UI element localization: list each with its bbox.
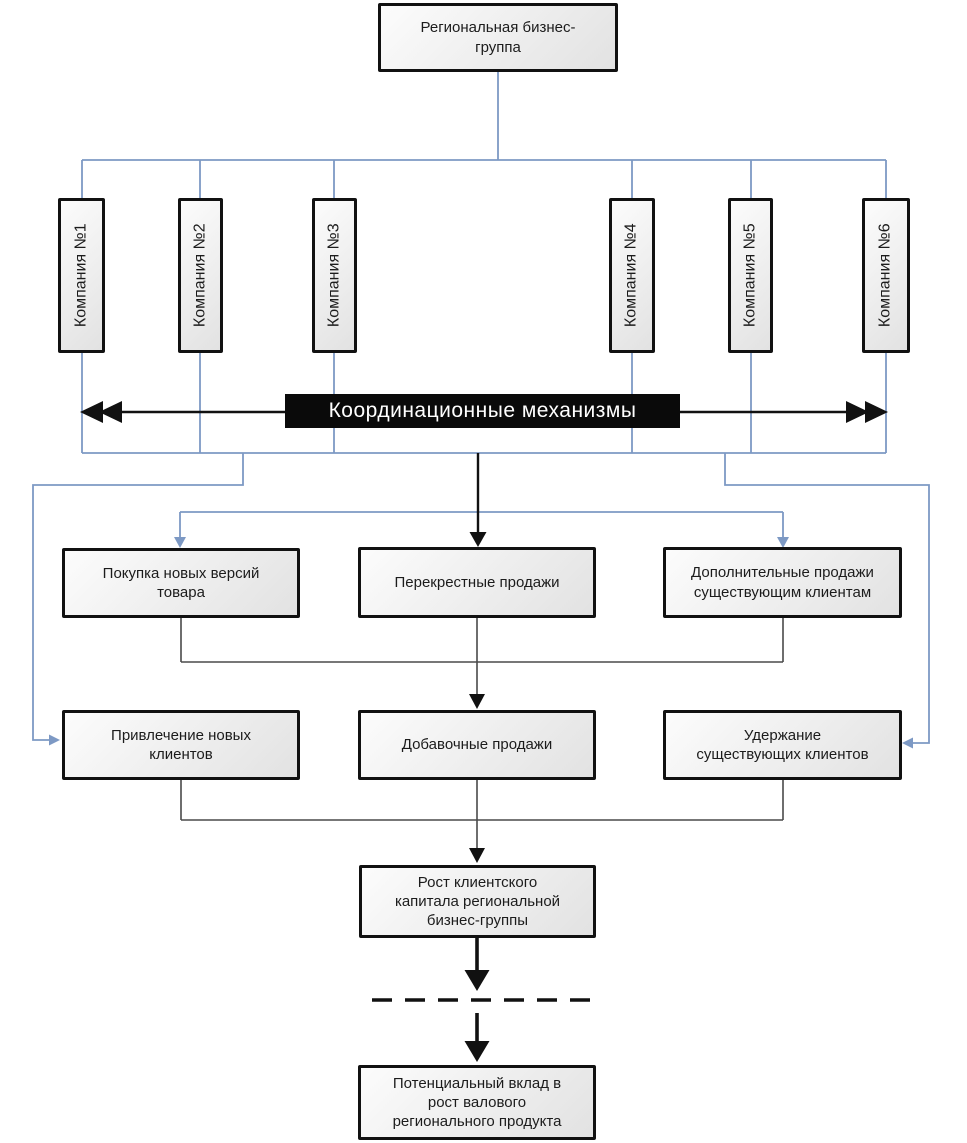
node-gross-regional-product-contribution: Потенциальный вклад в рост валового реги… (358, 1065, 596, 1140)
node-company-2: Компания №2 (178, 198, 223, 353)
banner-label: Координационные механизмы (328, 399, 637, 422)
node-company-6: Компания №6 (862, 198, 910, 353)
node-label: Региональная бизнес-группа (420, 19, 576, 56)
node-label: Компания №4 (622, 223, 640, 328)
node-regional-business-group: Региональная бизнес-группа (378, 3, 618, 72)
node-new-version-purchases: Покупка новых версий товара (62, 548, 300, 618)
node-additional-sales-existing-clients: Дополнительные продажи существующим клие… (663, 547, 902, 618)
arrow-outcome-to-boundary (464, 938, 490, 991)
node-cross-sales: Перекрестные продажи (358, 547, 596, 618)
node-company-1: Компания №1 (58, 198, 105, 353)
node-client-capital-growth: Рост клиентского капитала региональной б… (359, 865, 596, 938)
node-label: Компания №5 (741, 223, 759, 328)
node-label: Компания №1 (72, 223, 90, 328)
node-label: Компания №2 (191, 223, 209, 328)
node-new-client-acquisition: Привлечение новых клиентов (62, 710, 300, 780)
node-existing-client-retention: Удержание существующих клиентов (663, 710, 902, 780)
node-label: Удержание существующих клиентов (696, 726, 869, 763)
coordination-mechanisms-banner: Координационные механизмы (285, 394, 680, 428)
blue-left-elbow-connector (32, 453, 244, 746)
node-company-3: Компания №3 (312, 198, 357, 353)
node-label: Компания №6 (876, 223, 894, 328)
node-label: Дополнительные продажи существующим клие… (691, 564, 874, 601)
arrow-boundary-to-final (464, 1013, 490, 1062)
funnel-row1-to-row2 (180, 618, 784, 709)
node-label: Потенциальный вклад в рост валового реги… (392, 1074, 562, 1131)
node-label: Добавочные продажи (401, 736, 553, 754)
node-label: Перекрестные продажи (394, 573, 560, 591)
blue-mid-bus-connector (174, 511, 789, 548)
node-add-on-sales: Добавочные продажи (358, 710, 596, 780)
blue-right-elbow-connector (724, 453, 930, 749)
node-company-5: Компания №5 (728, 198, 773, 353)
center-arrow-to-cross-sales (469, 453, 487, 547)
node-label: Привлечение новых клиентов (111, 726, 251, 763)
node-label: Компания №3 (325, 223, 343, 328)
funnel-row2-to-outcome (180, 780, 784, 863)
node-company-4: Компания №4 (609, 198, 655, 353)
node-label: Покупка новых версий товара (102, 564, 260, 601)
node-label: Рост клиентского капитала региональной б… (394, 873, 561, 930)
